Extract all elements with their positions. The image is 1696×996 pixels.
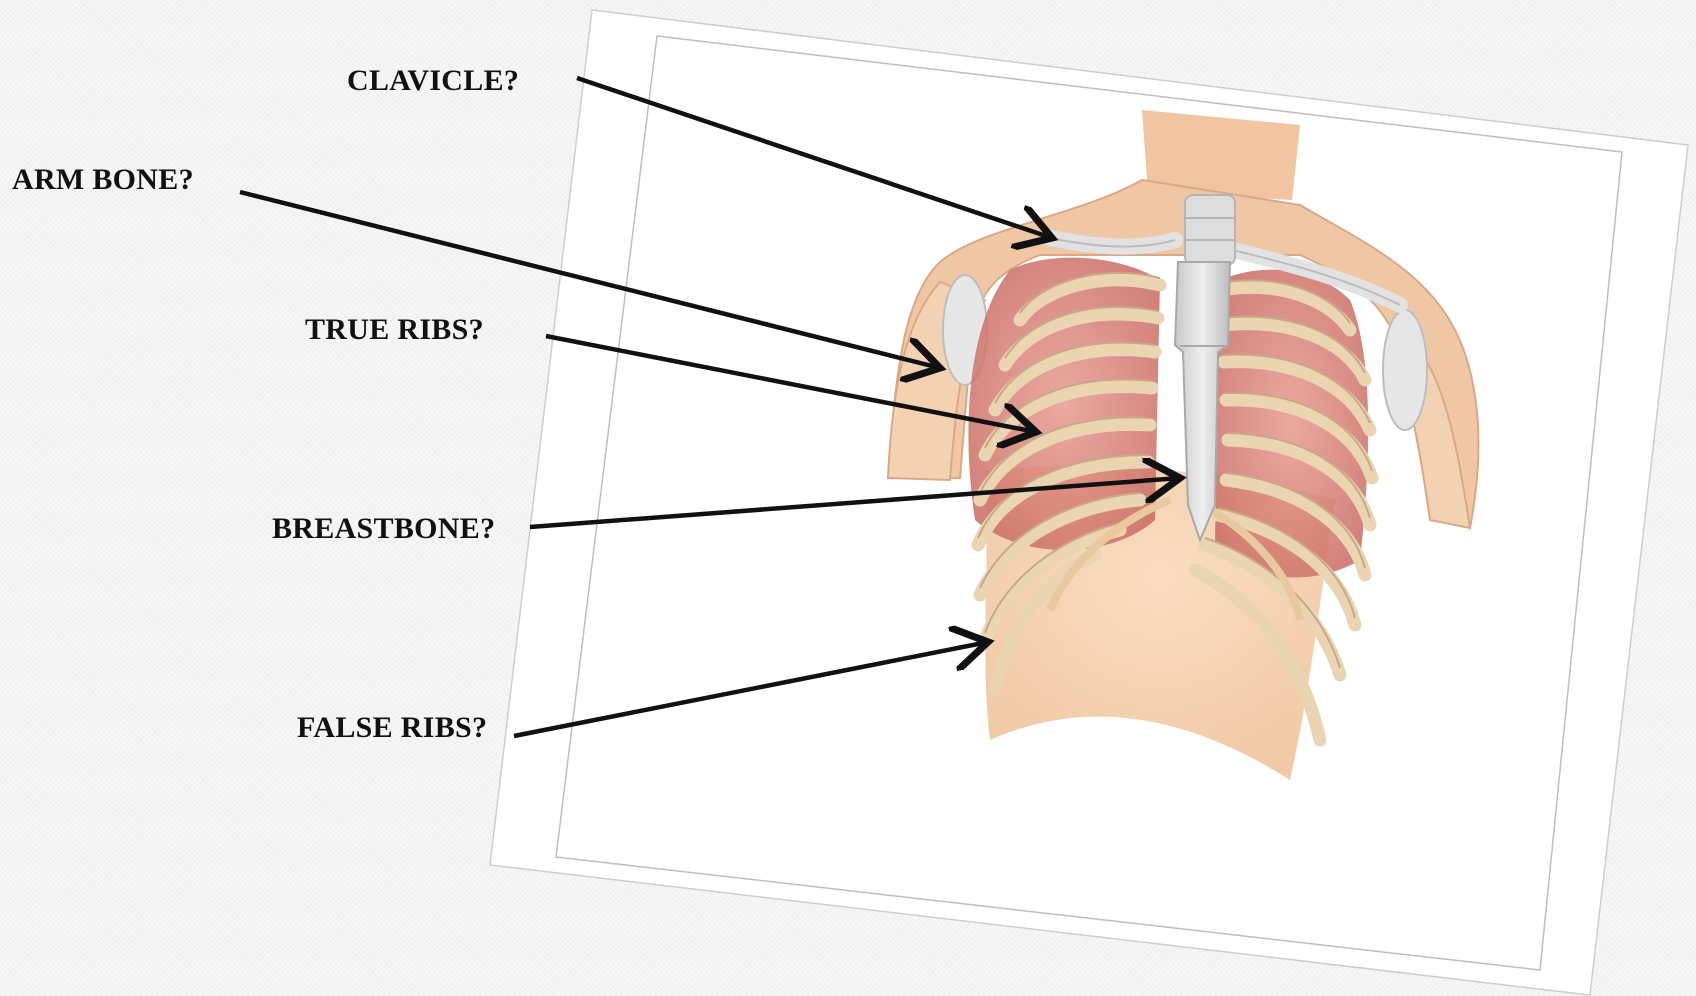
clavicle-label: CLAVICLE?	[347, 64, 519, 98]
vertebrae	[1185, 195, 1235, 265]
true-ribs-label: TRUE RIBS?	[305, 313, 484, 347]
breastbone-label: BREASTBONE?	[272, 512, 495, 546]
false-ribs-label: FALSE RIBS?	[297, 711, 487, 745]
arm-bone-label: ARM BONE?	[12, 163, 194, 197]
right-humerus	[1383, 310, 1427, 430]
